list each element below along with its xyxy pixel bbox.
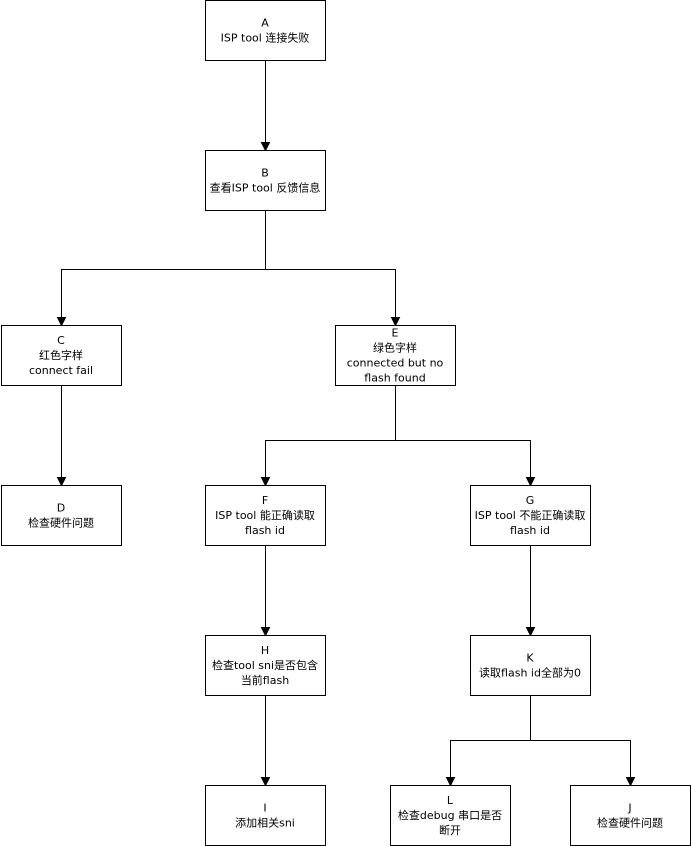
arrowhead [260, 477, 271, 487]
node-I-box [205, 785, 326, 846]
node-C-label: 红色字样 [39, 348, 83, 362]
node-B-box [205, 150, 326, 211]
node-F-id: F [262, 494, 268, 507]
edge-E-F [260, 385, 396, 487]
node-J-box [570, 785, 691, 846]
node-F-label: flash id [245, 524, 285, 537]
edge-K-L [445, 695, 531, 787]
node-G-box [470, 485, 591, 546]
node-L-box [390, 785, 511, 846]
node-F-box [205, 485, 326, 546]
node-L-id: L [447, 794, 454, 807]
node-A-box [205, 0, 326, 61]
node-H-label: 检查tool sni是否包含 [212, 658, 318, 672]
connector-line [265, 385, 396, 486]
connector-line [265, 210, 396, 326]
node-B-id: B [261, 167, 269, 180]
arrowhead [525, 627, 536, 637]
node-D-label: 检查硬件问题 [28, 516, 94, 530]
arrowhead [260, 142, 271, 152]
connector-line [395, 385, 531, 486]
node-G-label: ISP tool 不能正确读取 [475, 508, 586, 522]
node-J-id: J [627, 802, 631, 815]
node-I-label: 添加相关sni [235, 816, 295, 830]
node-E-label: connected but no [347, 357, 444, 370]
node-C-label: connect fail [29, 364, 93, 377]
node-C-box [1, 325, 122, 386]
arrowhead [445, 777, 456, 787]
node-K-id: K [526, 652, 534, 665]
edge-A-B [260, 60, 271, 152]
node-K-box [470, 635, 591, 696]
arrowhead [56, 317, 67, 327]
node-I-id: I [263, 802, 266, 815]
node-C-id: C [57, 334, 65, 347]
arrowhead [625, 777, 636, 787]
edge-C-D [56, 385, 67, 487]
arrowhead [390, 317, 401, 327]
node-L-label: 断开 [439, 823, 461, 837]
node-B-label: 查看ISP tool 反馈信息 [210, 181, 321, 195]
edge-F-H [260, 545, 271, 637]
arrowhead [525, 477, 536, 487]
node-H-label: 当前flash [241, 673, 289, 687]
node-G-id: G [526, 494, 535, 507]
node-E-id: E [392, 327, 399, 340]
arrowhead [56, 477, 67, 487]
edge-G-K [525, 545, 536, 637]
node-G-label: flash id [510, 524, 550, 537]
edge-B-C [56, 210, 266, 327]
node-H-box [205, 635, 326, 696]
edge-K-J [530, 695, 636, 787]
edge-E-G [395, 385, 536, 487]
edge-B-E [265, 210, 401, 327]
node-D-box [1, 485, 122, 546]
node-F-label: ISP tool 能正确读取 [215, 508, 315, 522]
node-A-id: A [261, 17, 269, 30]
node-L-label: 检查debug 串口是否 [398, 808, 502, 822]
connector-line [61, 210, 266, 326]
arrowhead [260, 777, 271, 787]
node-K-label: 读取flash id全部为0 [479, 666, 581, 680]
connector-line [450, 695, 531, 786]
node-D-id: D [57, 502, 65, 515]
node-H-id: H [261, 644, 269, 657]
node-E-label: 绿色字样 [373, 341, 417, 355]
node-E-label: flash found [364, 372, 425, 385]
node-E-box [335, 325, 456, 386]
node-A-label: ISP tool 连接失败 [221, 31, 310, 45]
connector-line [530, 695, 631, 786]
edges-layer [56, 60, 636, 787]
node-J-label: 检查硬件问题 [597, 816, 663, 830]
edge-H-I [260, 695, 271, 787]
arrowhead [260, 627, 271, 637]
